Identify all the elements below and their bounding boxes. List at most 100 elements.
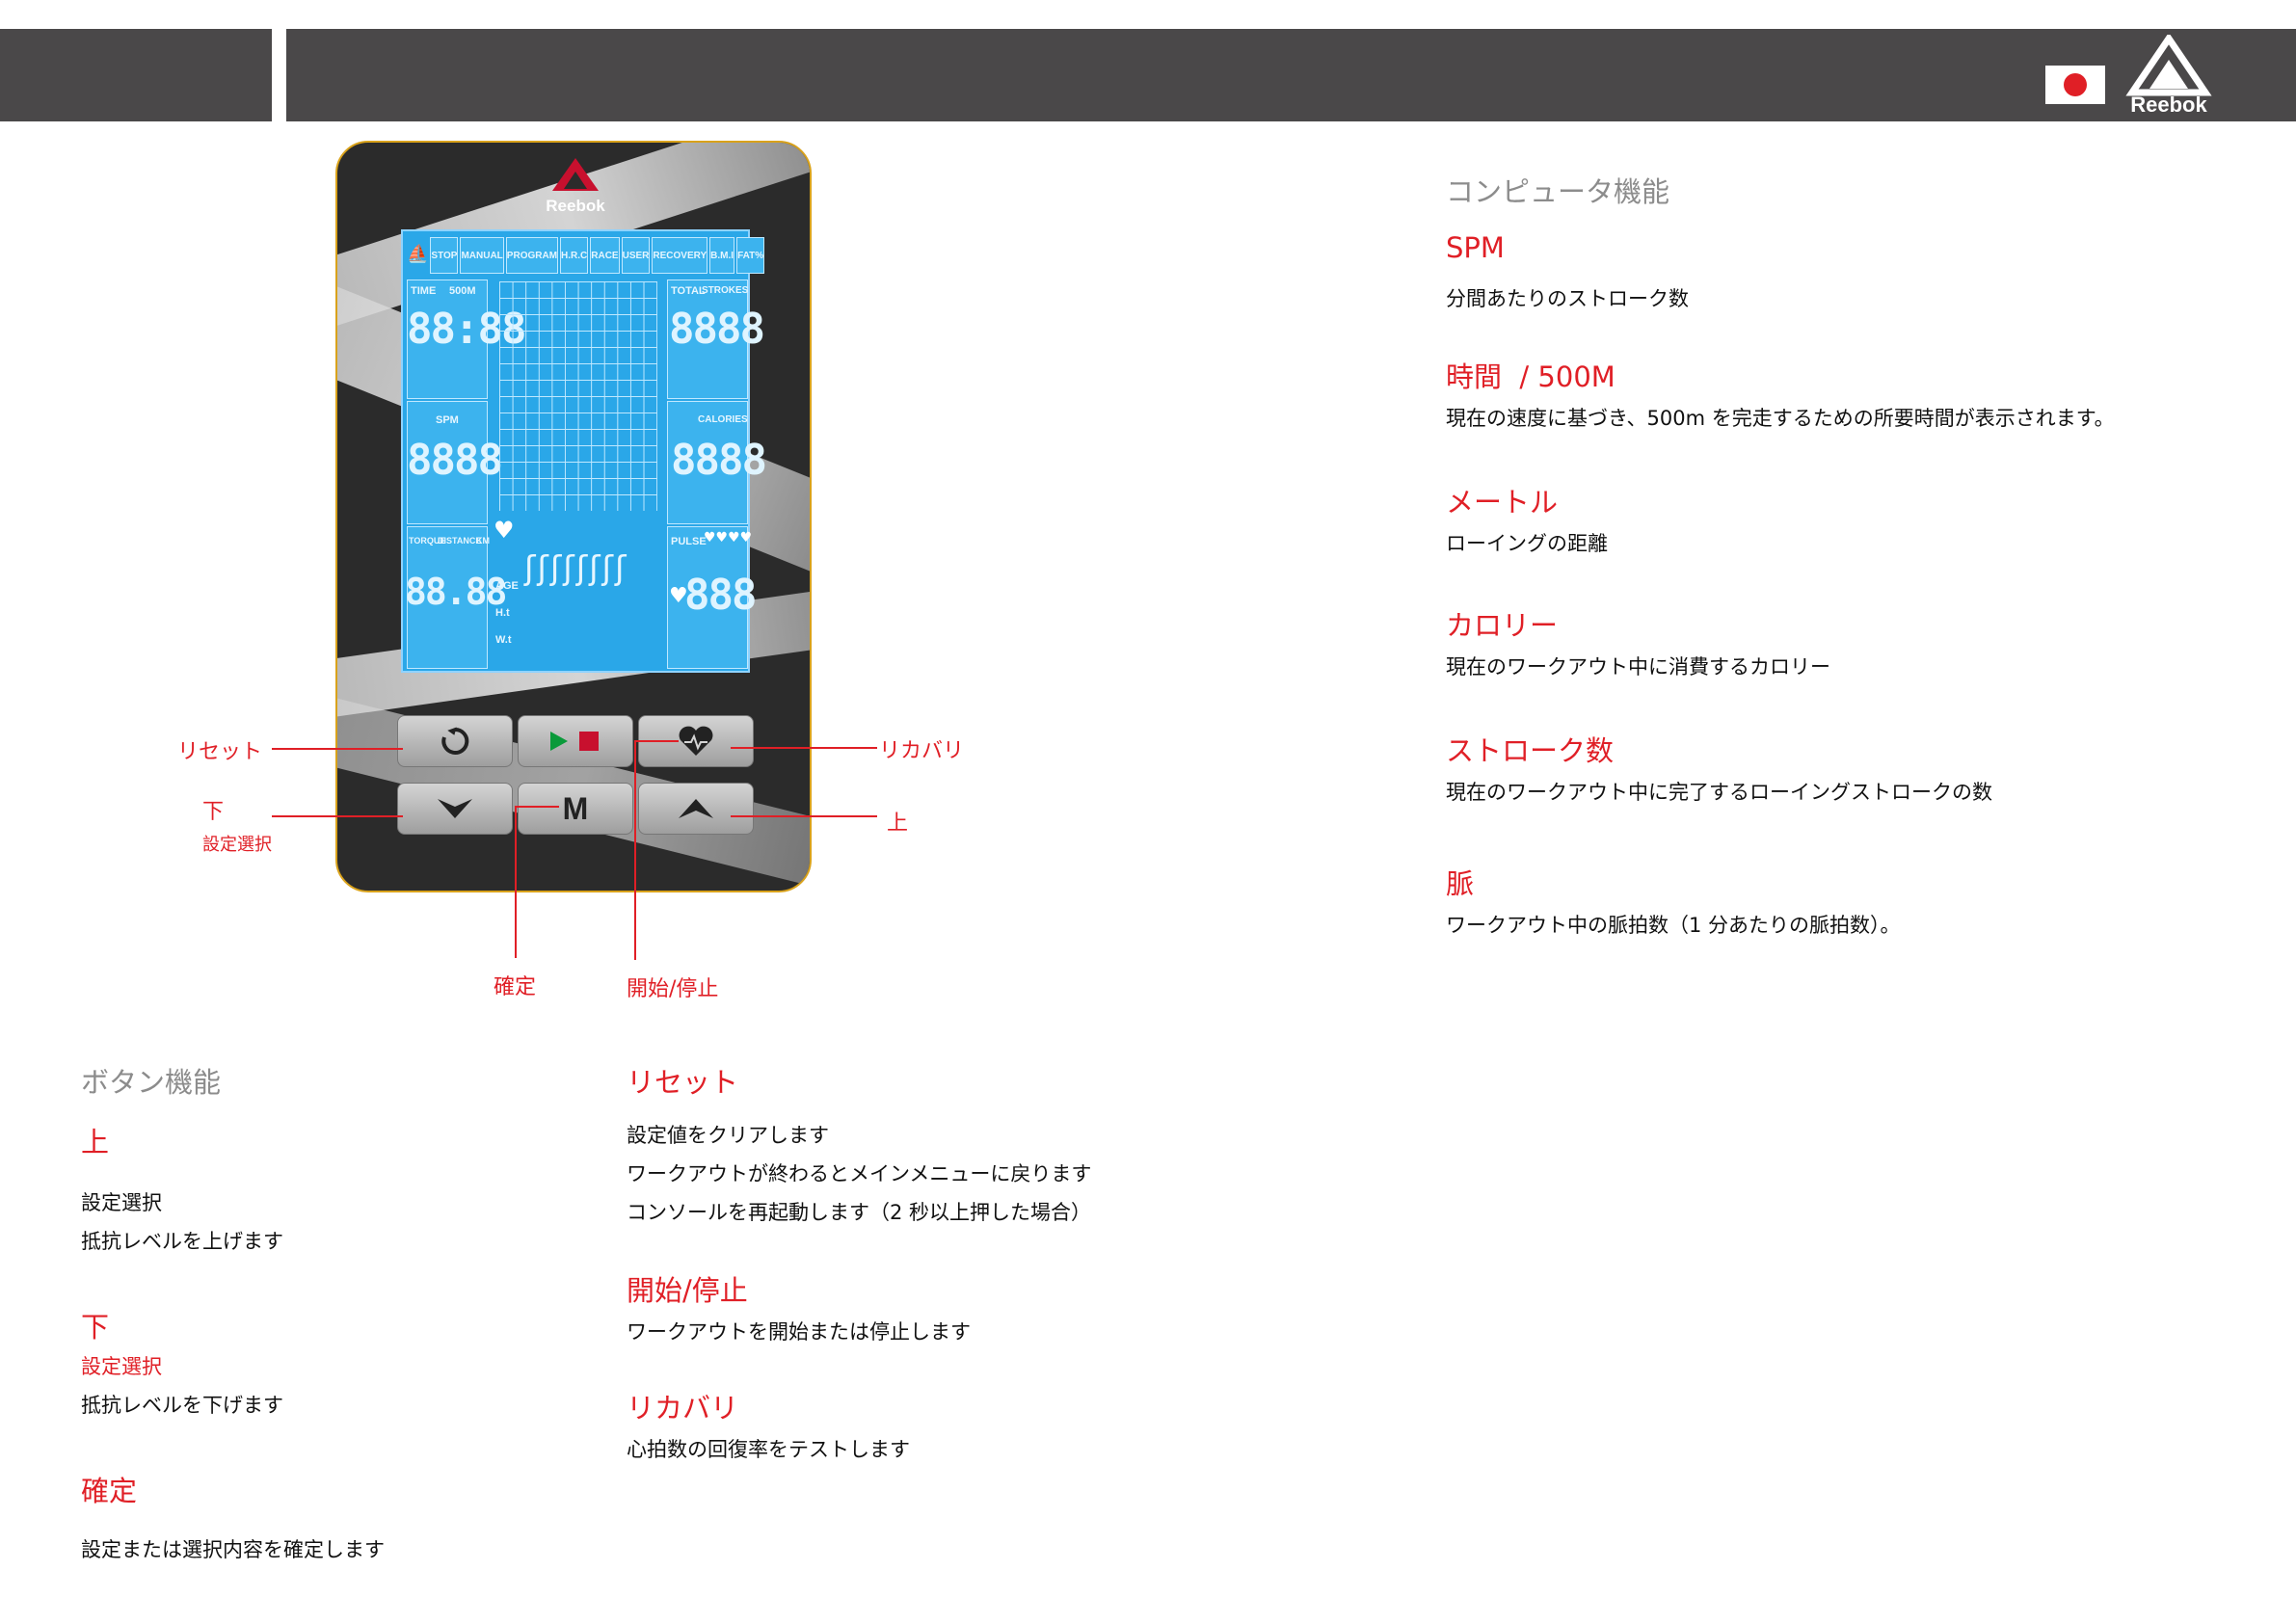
reebok-wordmark: Reebok	[2130, 93, 2207, 117]
lcd-calories-label: CALORIES	[698, 414, 748, 425]
console-brand: Reebok	[546, 197, 605, 215]
cf-strokes-text: 現在のワークアウト中に完了するローイングストロークの数	[1446, 781, 1992, 804]
callout-line-start-h	[634, 740, 679, 742]
lcd-tab-b-m-i: B.M.I	[709, 237, 735, 274]
lcd-distance-label: DISTANCE	[438, 536, 482, 546]
lcd-strokes-digits: 8888	[669, 305, 765, 354]
header-left-bar	[0, 29, 272, 121]
lcd-pulse-label: PULSE	[671, 536, 707, 547]
lcd-total-label: TOTAL	[671, 285, 706, 297]
lcd-tab-manual: MANUAL	[460, 237, 504, 274]
japan-flag-icon	[2045, 66, 2105, 104]
down-button[interactable]	[397, 783, 513, 835]
cf-meter-text: ローイングの距離	[1446, 532, 1608, 555]
up-button[interactable]	[638, 783, 754, 835]
bf-reset-line-1: 設定値をクリアします	[627, 1124, 829, 1147]
bf-reset-line-2: ワークアウトが終わるとメインメニューに戻ります	[627, 1162, 1092, 1185]
computer-functions-heading: コンピュータ機能	[1446, 175, 1670, 208]
lcd-bar-grid	[499, 281, 657, 511]
lcd-pulse-heart-icon: ♥	[669, 584, 688, 608]
callout-down: 下	[202, 800, 225, 824]
bf-up-line-1: 設定選択	[81, 1191, 162, 1214]
rower-icon: ⛵	[407, 244, 429, 264]
bf-reset-line-3: コンソールを再起動します（2 秒以上押した場合）	[627, 1201, 1092, 1224]
lcd-spm-digits: 8888	[407, 436, 503, 485]
bf-recovery-title: リカバリ	[627, 1392, 739, 1424]
reebok-delta-icon	[2125, 32, 2212, 96]
lcd-time-label: TIME	[411, 285, 437, 297]
lcd-tab-recovery: RECOVERY	[652, 237, 708, 274]
cf-pulse-title: 脈	[1446, 867, 1475, 900]
mode-button[interactable]: M	[518, 783, 633, 835]
bf-reset-title: リセット	[627, 1066, 739, 1099]
lcd-calories-digits: 8888	[671, 436, 767, 485]
callout-line-confirm-h	[515, 806, 559, 808]
lcd-km-label: KM	[476, 536, 490, 546]
bf-confirm-line-1: 設定または選択内容を確定します	[81, 1538, 385, 1561]
callout-reset: リセット	[177, 740, 263, 764]
lcd-tab-user: USER	[621, 237, 651, 274]
bf-up-title: 上	[81, 1126, 110, 1158]
callout-line-reset	[272, 748, 403, 750]
heart-icon	[679, 726, 713, 756]
callout-down-sub: 設定選択	[202, 835, 272, 855]
reset-button[interactable]	[397, 715, 513, 767]
lcd-tab-fat-: FAT%	[736, 237, 765, 274]
callout-line-start-v	[634, 740, 636, 960]
callout-up: 上	[887, 812, 909, 836]
lcd-wt-label: W.t	[495, 634, 512, 646]
cf-calorie-text: 現在のワークアウト中に消費するカロリー	[1446, 655, 1830, 679]
lcd-500m-label: 500M	[449, 285, 476, 297]
lcd-ht-label: H.t	[495, 607, 510, 619]
cf-calorie-title: カロリー	[1446, 609, 1559, 642]
chevron-up-icon	[679, 799, 713, 818]
cf-time-text: 現在の速度に基づき、500m を完走するための所要時間が表示されます。	[1446, 407, 2115, 430]
callout-line-down	[272, 815, 403, 817]
lcd-tab-race: RACE	[590, 237, 620, 274]
lcd-torque-label: TORQUE	[409, 536, 446, 546]
lcd-strokes-label: STROKES	[702, 285, 749, 296]
bf-recovery-line-1: 心拍数の回復率をテストします	[627, 1438, 910, 1461]
reebok-logo: Reebok	[2121, 32, 2217, 120]
lcd-pulse-hearts-icon: ♥♥♥♥	[704, 530, 753, 546]
cf-time-title: 時間 / 500M	[1446, 360, 1615, 393]
cf-spm-text: 分間あたりのストローク数	[1446, 287, 1689, 310]
bf-down-line-1: 抵抗レベルを下げます	[81, 1394, 283, 1417]
cf-pulse-text: ワークアウト中の脈拍数（1 分あたりの脈拍数）。	[1446, 914, 1901, 937]
bf-start-stop-title: 開始/停止	[627, 1274, 748, 1307]
bf-down-sub: 設定選択	[81, 1355, 162, 1378]
bf-up-line-2: 抵抗レベルを上げます	[81, 1230, 283, 1253]
header-main-bar	[286, 29, 2296, 121]
callout-start-stop: 開始/停止	[627, 977, 719, 1001]
lcd-tab-h-r-c: H.R.C	[560, 237, 589, 274]
lcd-distance-digits: 88.88	[405, 571, 507, 613]
callout-confirm: 確定	[494, 975, 537, 999]
lcd-spm-label: SPM	[436, 414, 459, 426]
cf-meter-title: メートル	[1446, 486, 1559, 519]
bf-down-title: 下	[81, 1311, 110, 1344]
lcd-tab-stop: STOP	[430, 237, 459, 274]
console-reebok-icon	[552, 158, 599, 191]
cf-strokes-title: ストローク数	[1446, 734, 1615, 767]
callout-recovery: リカバリ	[879, 739, 965, 763]
mode-label: M	[562, 790, 589, 826]
callout-line-confirm-v	[515, 806, 517, 958]
cf-spm-title: SPM	[1446, 231, 1505, 264]
bf-confirm-title: 確定	[81, 1475, 138, 1507]
lcd-pulse-digits: 888	[684, 571, 757, 620]
callout-line-up	[731, 815, 877, 817]
lcd-rower-figure: ʃʃʃʃʃʃʃʃ	[524, 549, 628, 588]
lcd-age-label: AGE	[495, 580, 519, 592]
bf-start-stop-line-1: ワークアウトを開始または停止します	[627, 1320, 971, 1344]
callout-line-recovery	[731, 747, 877, 749]
chevron-down-icon	[438, 799, 472, 818]
lcd-heart-icon: ♥	[494, 517, 515, 544]
lcd-tab-program: PROGRAM	[505, 237, 559, 274]
button-functions-heading: ボタン機能	[81, 1066, 222, 1099]
reset-icon	[441, 727, 469, 755]
start-stop-button[interactable]	[518, 715, 633, 767]
play-stop-icon	[550, 732, 599, 751]
